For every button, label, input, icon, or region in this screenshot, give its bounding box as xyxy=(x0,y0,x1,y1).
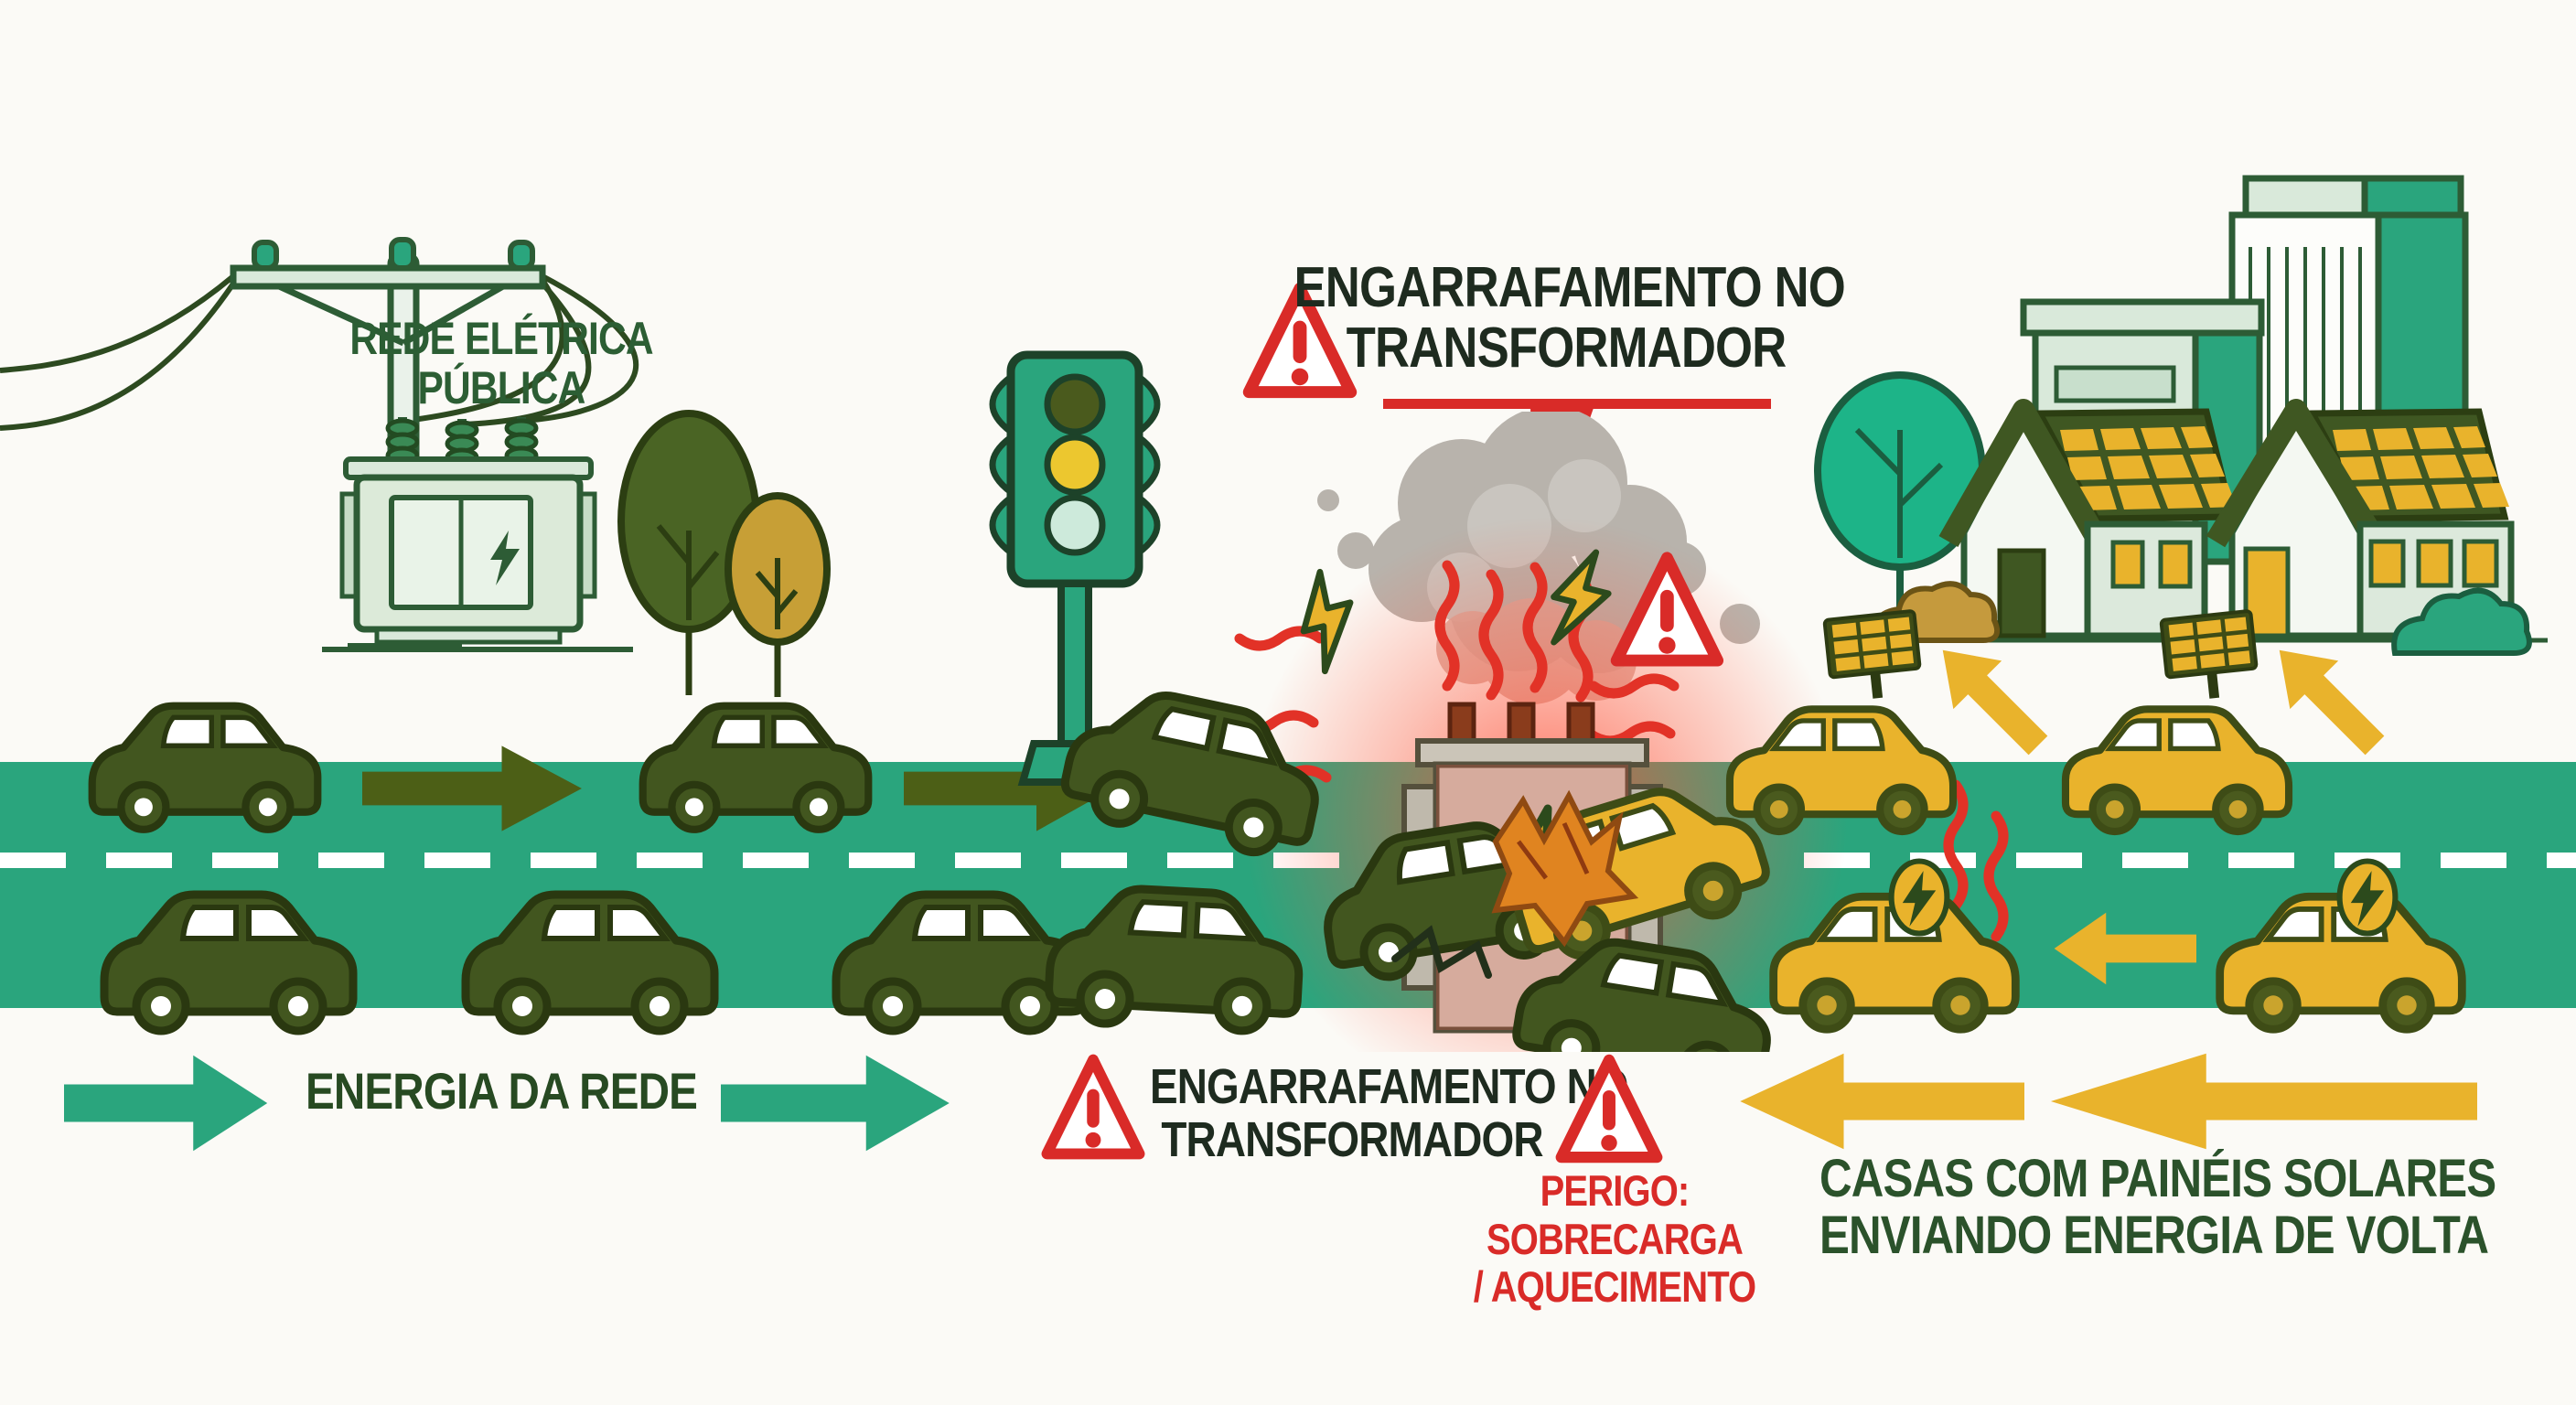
bush-icon xyxy=(2391,587,2532,656)
window xyxy=(2110,540,2145,589)
solar-panel-icon xyxy=(1822,608,1925,705)
jam-top-line1: ENGARRAFAMENTO NO xyxy=(1293,256,1846,319)
power-wire xyxy=(522,273,639,424)
energy-badge-icon xyxy=(1884,855,1954,939)
warning-triangle-icon xyxy=(1553,1048,1665,1169)
power-wire xyxy=(0,282,236,431)
car-icon xyxy=(453,871,727,1040)
jam-bottom-line1: ENGARRAFAMENTO NO xyxy=(1150,1059,1629,1114)
collision-crumple xyxy=(1491,789,1639,948)
solar-homes-line2: ENVIANDO ENERGIA DE VOLTA xyxy=(1819,1206,2489,1266)
window xyxy=(2368,539,2406,588)
solar-panel-icon xyxy=(2060,426,2237,510)
window xyxy=(2158,540,2193,589)
grid-label-line2: PÚBLICA xyxy=(417,361,586,413)
arrow-right-icon xyxy=(721,1055,950,1152)
arrow-left-icon xyxy=(2054,912,2196,985)
jam-top-underline xyxy=(1383,399,1771,409)
grid-energy-label: ENERGIA DA REDE xyxy=(299,1064,703,1119)
solar-house-icon xyxy=(1938,399,2237,639)
traffic-light-red xyxy=(1044,373,1106,435)
car-icon xyxy=(2054,688,2301,840)
danger-label: PERIGO: SOBRECARGA / AQUECIMENTO xyxy=(1452,1166,1778,1312)
power-wire xyxy=(0,273,235,373)
grid-label: REDE ELÉTRICA PÚBLICA xyxy=(268,313,735,413)
traffic-light-green xyxy=(1044,494,1106,556)
jam-top-line2: TRANSFORMADOR xyxy=(1346,316,1787,381)
danger-line1: PERIGO: xyxy=(1540,1166,1690,1215)
transformer-jam-scene xyxy=(1034,412,2058,1052)
arrow-left-icon xyxy=(1740,1053,2024,1150)
car-icon xyxy=(91,871,366,1040)
solar-homes-label: CASAS COM PAINÉIS SOLARES ENVIANDO ENERG… xyxy=(1819,1149,2496,1266)
roof-edge xyxy=(2206,399,2387,548)
solar-panel-icon xyxy=(2159,608,2261,705)
grid-energy-text: ENERGIA DA REDE xyxy=(305,1062,698,1120)
roof-edge xyxy=(1938,399,2109,547)
grid-label-line1: REDE ELÉTRICA xyxy=(349,313,653,364)
neighborhood xyxy=(1814,175,2548,656)
tree-icon xyxy=(617,410,760,695)
arrow-left-icon xyxy=(2050,1053,2477,1150)
trees-icon xyxy=(617,410,831,697)
power-wire xyxy=(405,278,565,424)
door xyxy=(1997,548,2046,638)
traffic-light-pole xyxy=(1057,580,1092,747)
warning-triangle-icon xyxy=(1039,1048,1147,1165)
arrow-right-icon xyxy=(362,745,582,831)
lightning-bolt-icon xyxy=(490,531,520,585)
danger-line2: SOBRECARGA xyxy=(1486,1214,1744,1263)
power-wire xyxy=(464,282,592,427)
energy-badge-icon xyxy=(2333,855,2402,939)
window xyxy=(2416,539,2453,588)
car-icon xyxy=(1718,688,1965,840)
solar-homes-line1: CASAS COM PAINÉIS SOLARES xyxy=(1819,1149,2496,1208)
utility-pole-icon xyxy=(0,237,639,652)
car-icon xyxy=(631,684,880,838)
jam-bottom-line2: TRANSFORMADOR xyxy=(1161,1111,1543,1167)
jam-top-label: ENGARRAFAMENTO NO TRANSFORMADOR xyxy=(1293,256,1846,381)
arrow-right-icon xyxy=(64,1055,268,1152)
tree-icon xyxy=(724,492,831,697)
danger-line3: / AQUECIMENTO xyxy=(1473,1262,1756,1312)
transformer-icon xyxy=(322,417,633,652)
car-icon xyxy=(80,684,329,838)
traffic-light-yellow xyxy=(1044,434,1106,496)
jam-bottom-label: ENGARRAFAMENTO NO TRANSFORMADOR xyxy=(1150,1059,1629,1167)
window xyxy=(2462,539,2499,588)
